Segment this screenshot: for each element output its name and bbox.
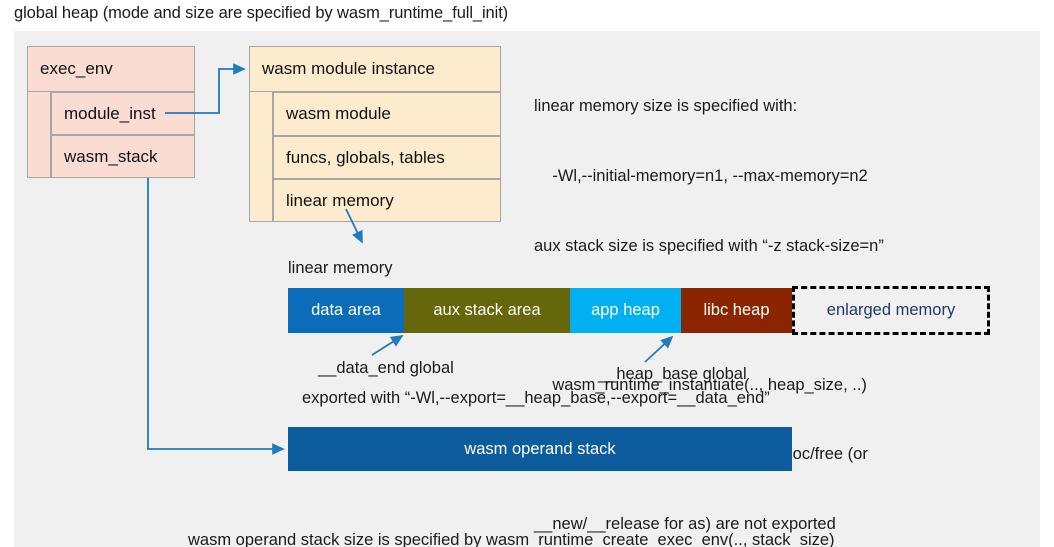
wasm-stack-label: wasm_stack — [64, 146, 158, 166]
exec-env-header-label: exec_env — [40, 59, 113, 78]
exported-with-annotation: exported with “-Wl,--export=__heap_base,… — [302, 389, 770, 407]
linear-memory-field-label: linear memory — [286, 190, 394, 210]
aux-stack-area-label: aux stack area — [433, 301, 541, 319]
operand-stack-notes: wasm operand stack size is specified by … — [188, 483, 835, 547]
linear-memory-caption: linear memory — [288, 259, 393, 277]
data-end-annotation: __data_end global — [318, 359, 454, 377]
memory-segment-app-heap: app heap — [570, 288, 681, 333]
data-area-label: data area — [311, 301, 381, 319]
libc-heap-label: libc heap — [703, 301, 770, 319]
module-instance-header: wasm module instance — [249, 46, 501, 92]
memory-segment-data-area: data area — [288, 288, 404, 333]
exec-env-indent-column — [27, 92, 51, 178]
module-instance-indent-column — [249, 92, 273, 222]
module-instance-field-linear-memory: linear memory — [273, 179, 501, 222]
heap-base-annotation: __heap_base global — [598, 365, 747, 383]
exec-env-header: exec_env — [27, 46, 195, 92]
page-title: global heap (mode and size are specified… — [14, 4, 509, 22]
exec-env-field-module-inst: module_inst — [51, 92, 195, 135]
module-instance-field-wasm-module: wasm module — [273, 92, 501, 136]
exec-env-field-wasm-stack: wasm_stack — [51, 135, 195, 178]
note-line-5: wasm_runtime_instantiate(.., heap_size, … — [534, 375, 867, 394]
memory-segment-libc-heap: libc heap — [681, 288, 792, 333]
memory-segment-aux-stack-area: aux stack area — [404, 288, 570, 333]
module-instance-field-funcs-globals-tables: funcs, globals, tables — [273, 136, 501, 179]
operand-stack-note-line-1: wasm operand stack size is specified by … — [188, 531, 835, 547]
wasm-operand-stack-box: wasm operand stack — [288, 427, 792, 471]
wasm-operand-stack-label: wasm operand stack — [464, 439, 616, 458]
memory-segment-enlarged-memory: enlarged memory — [792, 286, 990, 335]
module-inst-label: module_inst — [64, 103, 156, 123]
note-line-2: -Wl,--initial-memory=n1, --max-memory=n2 — [534, 167, 868, 186]
funcs-globals-tables-label: funcs, globals, tables — [286, 147, 445, 167]
note-line-3: aux stack size is specified with “-z sta… — [534, 236, 884, 255]
module-instance-header-label: wasm module instance — [262, 59, 435, 78]
app-heap-label: app heap — [591, 301, 660, 319]
note-line-1: linear memory size is specified with: — [534, 97, 798, 116]
enlarged-memory-label: enlarged memory — [826, 301, 956, 319]
note-line-7: __new/__release for as) are not exported — [534, 515, 836, 534]
wasm-module-label: wasm module — [286, 104, 391, 123]
